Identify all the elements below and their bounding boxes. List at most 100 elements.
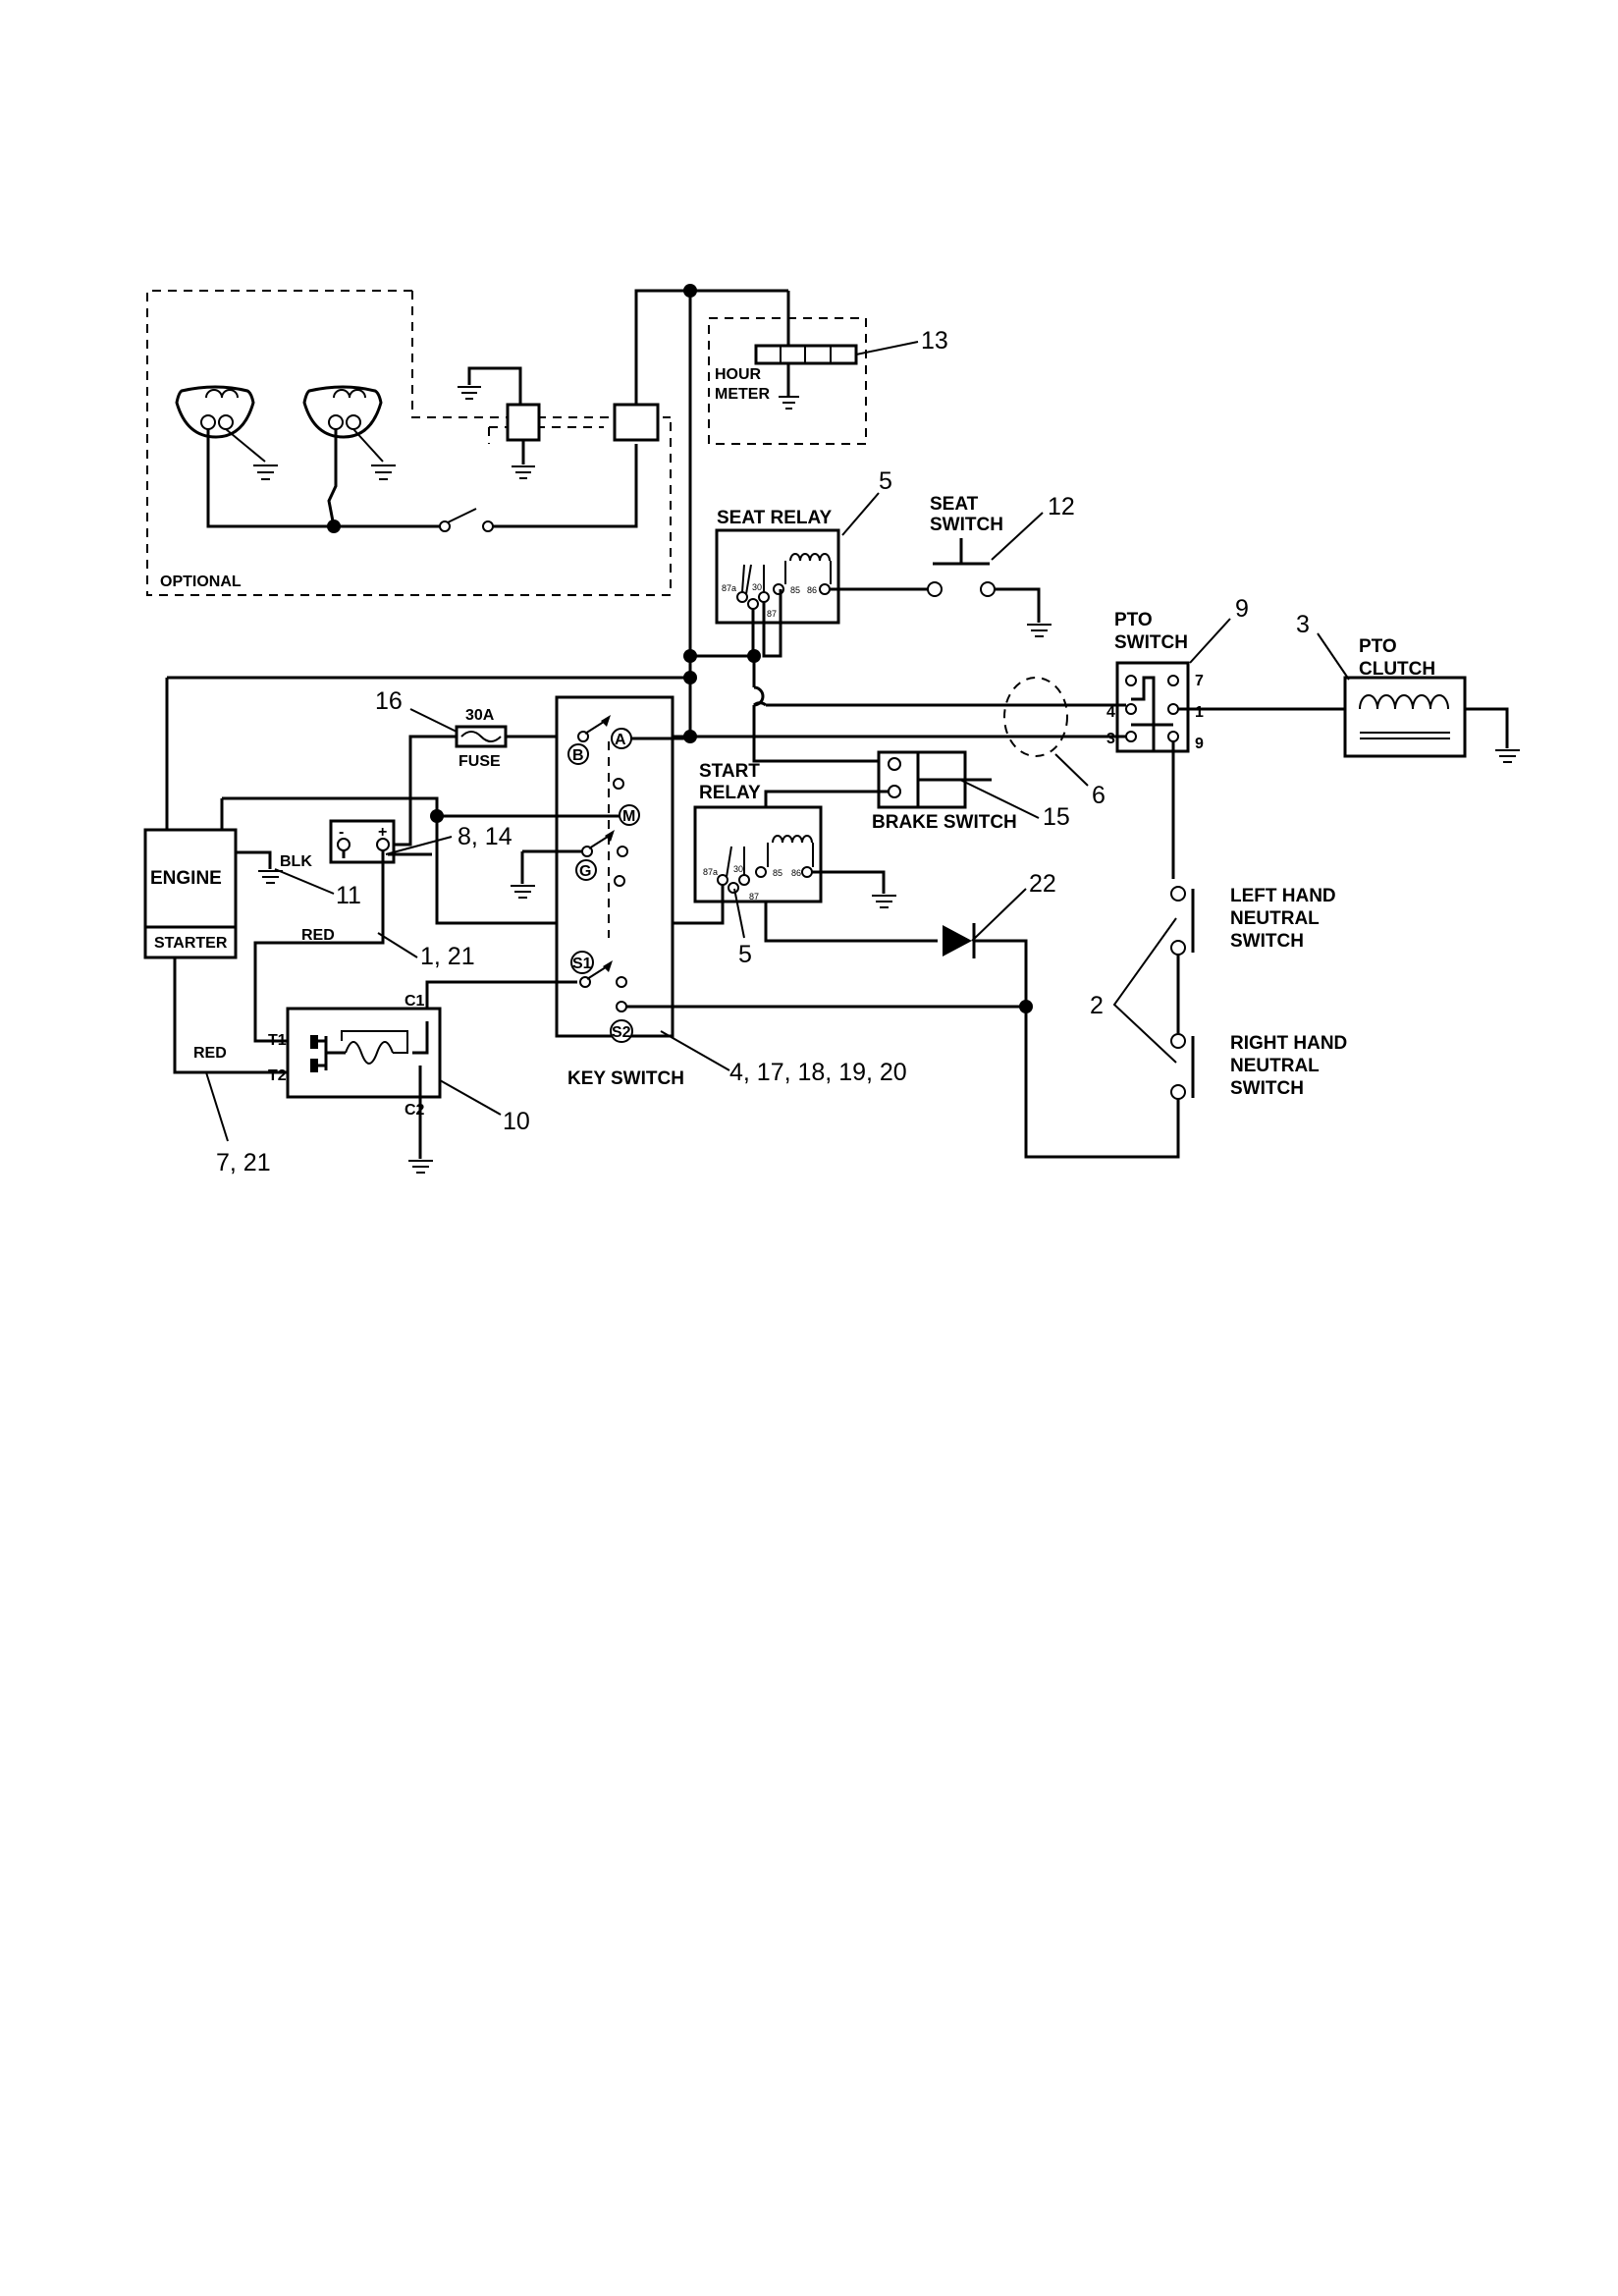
engine-box [143, 828, 238, 959]
pto-clutch-box [1343, 676, 1467, 758]
key-terminal-s1: S1 [570, 951, 594, 974]
brake-switch-group: BRAKE SWITCH [764, 750, 1017, 908]
solenoid-t1: T1 [268, 1032, 287, 1049]
right-hand-label-3: SWITCH [1230, 1078, 1304, 1099]
start-relay-group: START RELAY 87a 30 87 85 86 [435, 761, 938, 943]
callout-5-seat-relay: 5 [879, 467, 892, 495]
terminal-87a: 87a [703, 867, 718, 877]
right-headlight-icon [302, 385, 383, 439]
relay-coil-icon [772, 835, 813, 844]
power-connector [613, 403, 660, 442]
svg-text:B: B [572, 747, 584, 764]
pto-terminal-1: 1 [1195, 704, 1204, 721]
start-relay-label-2: RELAY [699, 783, 761, 803]
ground-icon [408, 1160, 433, 1174]
red-label-starter: RED [193, 1045, 227, 1062]
start-relay-label-1: START [699, 761, 760, 782]
left-hand-label-3: SWITCH [1230, 931, 1304, 952]
solenoid-c1: C1 [404, 993, 425, 1010]
callout-5-start-relay: 5 [738, 941, 752, 968]
pto-switch-label-2: SWITCH [1114, 632, 1188, 653]
pto-feed-wires [752, 656, 1126, 763]
callout-8-14: 8, 14 [458, 823, 512, 850]
callout-9: 9 [1235, 595, 1249, 623]
clutch-coil-icon [1359, 694, 1449, 710]
key-terminal-g: G [575, 859, 597, 881]
pto-terminal-3: 3 [1106, 731, 1115, 747]
ground-icon [258, 870, 283, 884]
engine-label: ENGINE [150, 868, 222, 889]
blk-label: BLK [280, 853, 312, 870]
svg-text:G: G [579, 863, 591, 880]
pto-terminal-7: 7 [1195, 673, 1204, 689]
terminal-86: 86 [791, 868, 801, 878]
callout-11: 11 [336, 882, 361, 909]
callout-3: 3 [1296, 611, 1310, 638]
key-terminal-s2: S2 [610, 1019, 633, 1043]
neutral-switches-group: LEFT HAND NEUTRAL SWITCH RIGHT HAND NEUT… [1024, 886, 1347, 1159]
terminal-30: 30 [733, 864, 743, 874]
svg-text:M: M [622, 808, 635, 825]
hour-meter-label-1: HOUR [715, 366, 762, 383]
terminal-87: 87 [749, 892, 759, 902]
light-connector [506, 403, 541, 442]
left-hand-label-2: NEUTRAL [1230, 908, 1320, 929]
callout-16: 16 [375, 687, 403, 715]
solenoid-t2: T2 [268, 1067, 287, 1084]
ground-icon [511, 885, 535, 899]
light-switch-icon [439, 508, 494, 532]
fuse-rating: 30A [465, 707, 495, 724]
callout-15: 15 [1043, 803, 1070, 831]
main-bus [165, 284, 788, 830]
terminal-85: 85 [773, 868, 782, 878]
solenoid-group: T1 T2 C1 C2 [268, 993, 442, 1174]
terminal-85: 85 [790, 585, 800, 595]
seat-switch-group: SEAT SWITCH [927, 494, 1052, 637]
relay-coil-icon [789, 553, 831, 562]
key-terminal-m: M [619, 804, 640, 826]
red-label-battery: RED [301, 927, 335, 944]
callout-22: 22 [1029, 870, 1056, 898]
pto-switch-label-1: PTO [1114, 610, 1153, 630]
brake-switch-label: BRAKE SWITCH [872, 812, 1017, 833]
right-hand-label-1: RIGHT HAND [1230, 1033, 1347, 1054]
optional-label: OPTIONAL [160, 574, 242, 590]
hour-meter-label-2: METER [715, 386, 770, 403]
seat-relay-box [715, 528, 840, 625]
svg-text:S2: S2 [612, 1024, 631, 1041]
ground-icon [253, 465, 278, 480]
starter-label: STARTER [154, 935, 228, 952]
ground-icon [371, 465, 396, 480]
callout-6: 6 [1092, 782, 1106, 809]
dashed-callout-circle [1003, 677, 1068, 757]
seat-switch-label-2: SWITCH [930, 515, 1003, 535]
fuse-group: 30A FUSE [385, 707, 574, 847]
pto-terminal-4: 4 [1106, 704, 1115, 721]
ground-icon [1027, 624, 1052, 637]
ground-icon [458, 386, 481, 400]
ground-icon [512, 465, 535, 479]
key-switch-group: KEY SWITCH B A M G [425, 695, 1033, 1089]
battery-group: - + [220, 796, 439, 1043]
optional-lights-group: OPTIONAL [146, 289, 690, 596]
terminal-30: 30 [752, 582, 762, 592]
pto-terminal-9: 9 [1195, 736, 1204, 752]
engine-group: ENGINE STARTER BLK RED RED [143, 828, 335, 1074]
svg-text:S1: S1 [572, 956, 592, 972]
key-switch-label: KEY SWITCH [567, 1068, 684, 1089]
callout-1-21: 1, 21 [420, 943, 475, 970]
pto-switch-group: PTO SWITCH 4 3 7 1 9 [1106, 610, 1345, 879]
callout-13: 13 [921, 327, 948, 355]
battery-negative: - [339, 824, 344, 841]
callouts: 13 5 12 9 3 16 6 15 8, 14 11 22 1, 21 5 … [205, 327, 1350, 1176]
seat-relay-label: SEAT RELAY [717, 508, 833, 528]
start-relay-box [693, 805, 823, 903]
callout-7-21: 7, 21 [216, 1149, 271, 1176]
terminal-86: 86 [807, 585, 817, 595]
callout-4-17-18-19-20: 4, 17, 18, 19, 20 [729, 1059, 907, 1086]
pto-clutch-group: PTO CLUTCH [1343, 636, 1520, 763]
ground-icon [1495, 749, 1520, 763]
pto-clutch-label-2: CLUTCH [1359, 659, 1435, 680]
left-hand-label-1: LEFT HAND [1230, 886, 1336, 906]
